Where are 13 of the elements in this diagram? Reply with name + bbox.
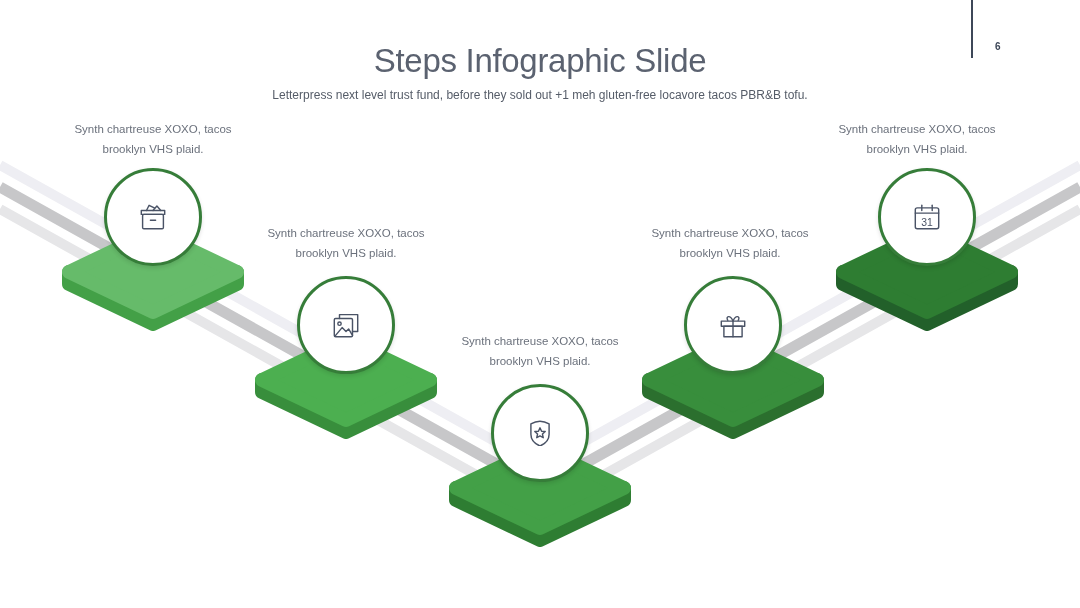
step-description: Synth chartreuse XOXO, tacos brooklyn VHS plaid. — [73, 122, 233, 157]
calendar-icon: 31 — [914, 204, 940, 230]
step-circle — [104, 168, 202, 266]
step-circle — [491, 384, 589, 482]
slide-title: Steps Infographic Slide — [373, 41, 707, 81]
step-circle — [684, 276, 782, 374]
step-description: Synth chartreuse XOXO, tacos brooklyn VHS plaid. — [837, 122, 997, 157]
step-description: Synth chartreuse XOXO, tacos brooklyn VHS plaid. — [460, 334, 620, 369]
page-number: 6 — [995, 41, 1001, 53]
step-circle — [297, 276, 395, 374]
subtitle: Letterpress next level trust fund, before they sold out +1 meh gluten-free locavore tacos PBR&B tofu. — [272, 87, 808, 103]
step-description: Synth chartreuse XOXO, tacos brooklyn VHS plaid. — [266, 226, 426, 261]
step-description: Synth chartreuse XOXO, tacos brooklyn VHS plaid. — [650, 226, 810, 261]
